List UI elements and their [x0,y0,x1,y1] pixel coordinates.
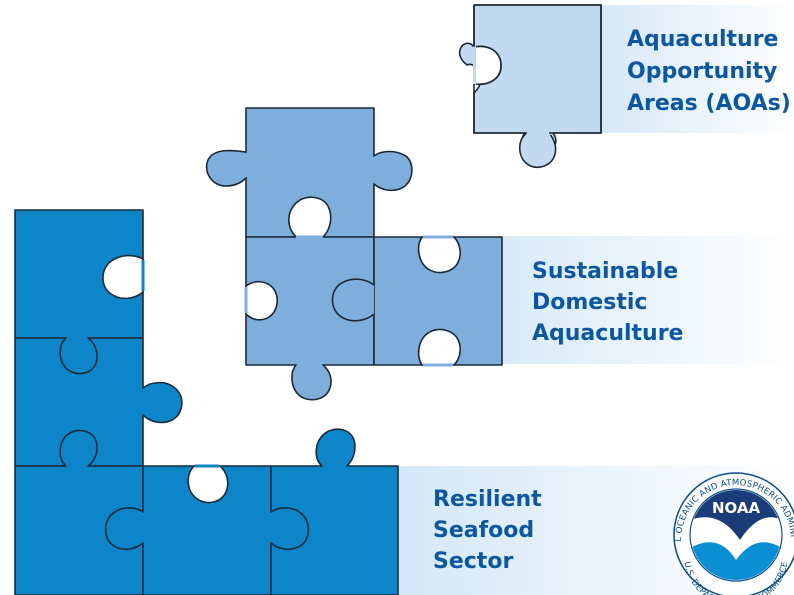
aoa-bottom-tab [518,132,557,169]
middle-top-left-tab [205,149,247,187]
bottom-knob-row-right [270,507,310,551]
bottom-knob-row-joint [59,429,98,467]
resilient-label-line-2: Seafood [433,518,534,543]
sustainable-label-line-3: Aquaculture [532,321,683,346]
aoa-label: Aquaculture Opportunity Areas (AOAs) [627,27,791,116]
bottom-knob-piece3-top [315,428,356,467]
middle-bottom-tab [291,364,332,401]
middle-notch-right-top [417,236,461,274]
aoa-label-line-1: Aquaculture [627,27,778,52]
resilient-label: Resilient Seafood Sector [433,487,542,574]
bottom-notch-row-top [187,465,229,504]
aoa-label-line-3: Areas (AOAs) [627,91,791,116]
sustainable-label-line-2: Domestic [532,290,647,315]
resilient-label-line-3: Sector [433,549,513,574]
middle-tab-joint-b [372,157,376,183]
noaa-logo-sky [691,490,781,540]
aoa-label-line-2: Opportunity [627,59,777,84]
noaa-logo-sea [691,542,781,580]
bottom-notch-col-top [102,254,144,300]
middle-notch-top-center [288,196,332,238]
sustainable-label: Sustainable Domestic Aquaculture [532,259,683,346]
sustainable-label-band [502,236,794,364]
middle-notch-right-bottom [417,328,461,366]
resilient-label-line-1: Resilient [433,487,542,512]
bottom-knob-row-left [104,507,144,551]
middle-tab-joint-a [244,153,248,177]
aoa-label-band [601,5,794,133]
sustainable-label-line-1: Sustainable [532,259,678,284]
middle-top-right-tab [373,150,413,192]
aoa-left-notch-outline [473,45,502,86]
aoa-frame-outline [473,4,602,134]
noaa-logo-wordmark: NOAA [712,499,761,517]
aoa-tab-joint [526,131,551,135]
middle-center-knob [331,278,375,322]
middle-notch-left [245,280,278,321]
bottom-knob-col-joint [59,337,98,375]
bottom-knob-col-right [142,381,183,424]
aoa-notch-cover [473,46,476,85]
